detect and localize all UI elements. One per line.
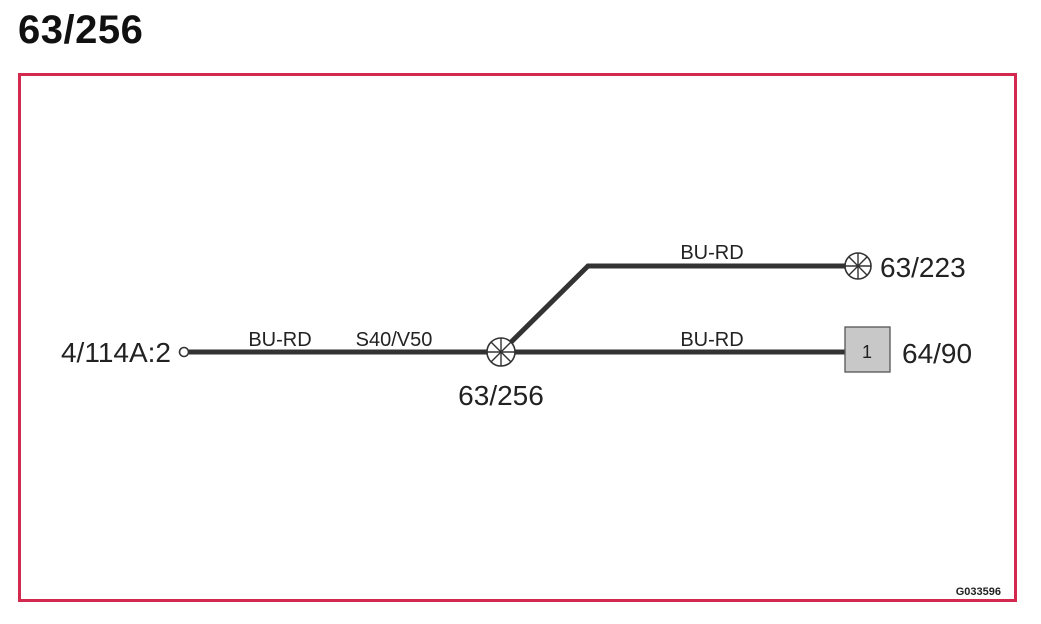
- page-title: 63/256: [18, 8, 144, 52]
- wire-color-label: BU-RD: [248, 329, 311, 351]
- splice-icon: [486, 337, 516, 367]
- wire-color-label: BU-RD: [680, 329, 743, 351]
- diagram-frame: [18, 73, 1017, 602]
- connector-pin-label: 1: [862, 342, 872, 362]
- wire-splice-to-splice-63-223: [499, 263, 846, 354]
- terminal-label: 4/114A:2: [61, 337, 171, 368]
- wire-color-label: BU-RD: [680, 242, 743, 264]
- splice-label: 63/256: [458, 380, 544, 411]
- figure-code: G033596: [956, 586, 1001, 598]
- connector-icon: [844, 326, 891, 373]
- open-circle-terminal-icon: [178, 346, 190, 358]
- wire-note-label: S40/V50: [356, 329, 433, 351]
- splice-label: 63/223: [880, 252, 966, 283]
- splice-icon: [844, 252, 872, 280]
- connector-label: 64/90: [902, 338, 972, 369]
